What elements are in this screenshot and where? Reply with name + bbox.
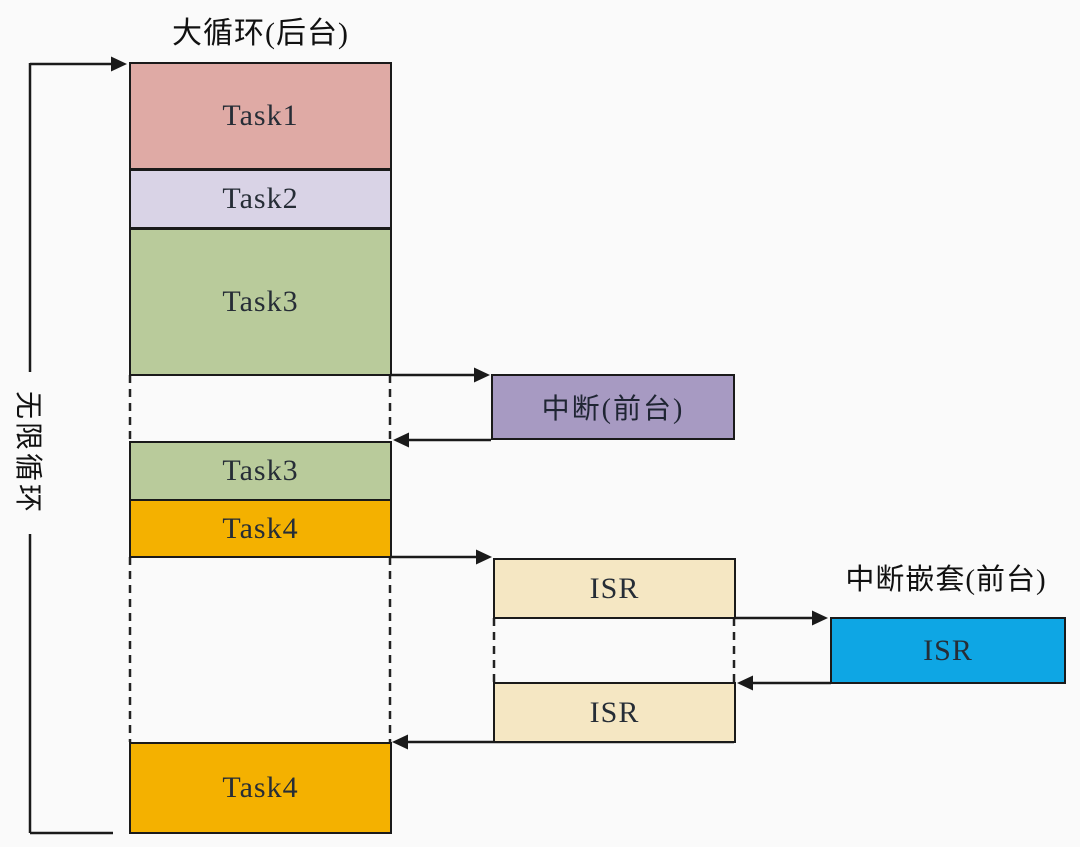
arrowhead-isr1-to-nested-isr-icon	[812, 610, 828, 626]
task3-label: Task3	[222, 285, 299, 318]
interrupt-foreground-label: 中断(前台)	[541, 394, 685, 425]
task2-label: Task2	[222, 182, 299, 215]
task2-block: Task2	[129, 169, 392, 229]
task1-label: Task1	[222, 99, 299, 132]
background-loop-title: 大循环(后台)	[172, 17, 349, 50]
task1-block: Task1	[129, 62, 392, 170]
nested-isr-block: ISR	[830, 617, 1066, 684]
task4-resumed-label: Task4	[222, 771, 299, 804]
arrowhead-nested-isr-to-isr2-icon	[737, 675, 753, 691]
isr2-label: ISR	[589, 695, 640, 729]
infinite-loop-label: 无限循环	[12, 390, 43, 516]
isr1-block: ISR	[493, 558, 736, 619]
arrowhead-task3-to-interrupt-icon	[474, 367, 490, 383]
task3-resumed-label: Task3	[222, 454, 299, 487]
loop-arrowhead-right-icon	[111, 56, 127, 72]
task3-block: Task3	[129, 228, 392, 376]
task4-label: Task4	[222, 511, 299, 545]
arrowhead-isr2-to-task4-icon	[392, 734, 408, 750]
nested-isr-label: ISR	[923, 633, 973, 667]
task3-resumed-block: Task3	[129, 441, 392, 501]
arrowhead-interrupt-to-task3-icon	[393, 432, 409, 448]
interrupt-nesting-title: 中断嵌套(前台)	[845, 564, 1047, 596]
task4-resumed-block: Task4	[129, 742, 392, 834]
interrupt-foreground-block: 中断(前台)	[491, 374, 735, 440]
isr1-label: ISR	[589, 571, 640, 605]
task4-block: Task4	[129, 499, 392, 558]
isr2-block: ISR	[493, 682, 736, 743]
arrowhead-task4-to-isr1-icon	[476, 549, 492, 565]
